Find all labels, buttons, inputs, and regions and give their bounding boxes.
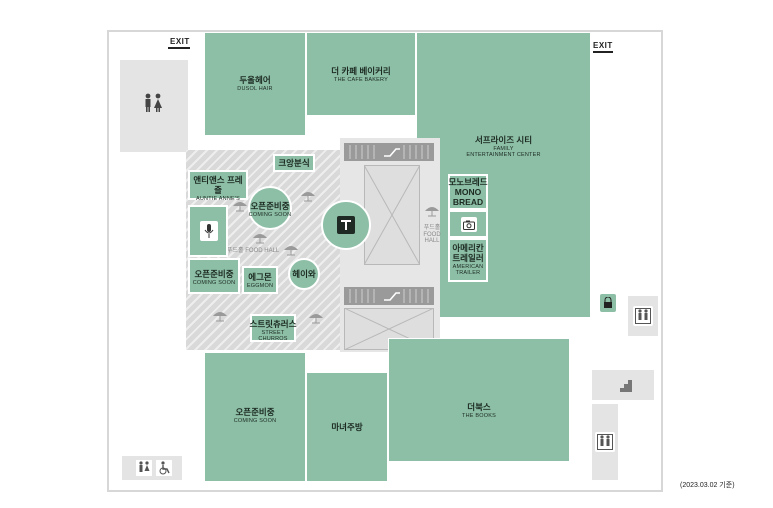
date-note: (2023.03.02 기준): [680, 482, 735, 489]
exit-arrow-right-icon: [593, 51, 613, 53]
exit-arrow-left-icon: [168, 47, 190, 49]
umbrella-table-icon: [309, 314, 323, 324]
umbrella-table-icon: [284, 246, 298, 256]
exit-label-right: EXIT: [593, 41, 613, 50]
store-manyeo-jubang[interactable]: 마녀주방: [306, 372, 388, 482]
umbrella-table-icon: [253, 234, 267, 244]
escalator-icon[interactable]: [344, 143, 434, 161]
food-hall-area: [186, 150, 362, 350]
disabled-restroom-icon[interactable]: [156, 460, 172, 476]
umbrella-table-icon: [301, 192, 315, 202]
restroom-area: [120, 60, 188, 152]
microphone-icon: [200, 221, 218, 241]
camera-kiosk[interactable]: [448, 210, 488, 238]
store-info-kiosk[interactable]: [321, 200, 371, 250]
locker-icon[interactable]: [600, 294, 616, 312]
umbrella-table-icon: [425, 207, 439, 217]
exit-label-left: EXIT: [170, 37, 190, 46]
food-hall-label: 푸드홀 FOOD HALL: [227, 248, 280, 254]
microphone-kiosk[interactable]: [188, 205, 228, 257]
restroom-icon-2[interactable]: [136, 460, 152, 476]
escalator-icon-2[interactable]: [344, 287, 434, 305]
umbrella-table-icon: [213, 312, 227, 322]
store-heiwa[interactable]: 헤이와: [288, 258, 320, 290]
elevator-icon[interactable]: [633, 306, 653, 326]
stairs-icon[interactable]: [612, 374, 634, 396]
restroom-area-bottom: [122, 456, 182, 480]
umbrella-table-icon: [233, 202, 247, 212]
stairs-area: [592, 370, 654, 400]
restroom-icon[interactable]: [139, 92, 167, 114]
store-kyang-bunsik[interactable]: 크앙분식: [273, 154, 315, 172]
camera-icon: [461, 217, 477, 232]
elevator-icon-2[interactable]: [595, 432, 615, 452]
void-1: [363, 164, 421, 266]
info-icon: [337, 216, 355, 234]
